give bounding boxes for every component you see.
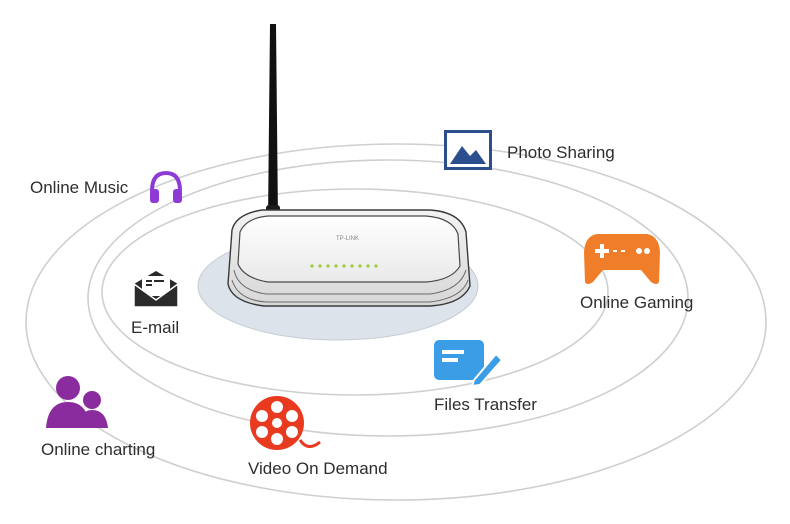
email-label: E-mail (131, 318, 180, 337)
router-leds (310, 264, 378, 268)
online-music-label: Online Music (30, 178, 129, 197)
headphones-icon (150, 170, 182, 203)
ring-outer (25, 143, 767, 501)
router-brand: TP-LINK (336, 236, 359, 242)
users-icon (46, 376, 108, 428)
online-gaming-label: Online Gaming (580, 293, 694, 312)
gamepad-icon (584, 234, 660, 284)
video-on-demand-label: Video On Demand (248, 459, 388, 478)
document-pen-icon (434, 340, 504, 386)
ring-middle (87, 159, 689, 437)
ring-inner (101, 188, 609, 396)
files-transfer-label: Files Transfer (434, 395, 537, 414)
router-antenna (266, 24, 280, 233)
online-chatting-label: Online charting (41, 440, 156, 459)
photo-sharing-label: Photo Sharing (507, 143, 615, 162)
router: TP-LINK (227, 209, 471, 307)
film-reel-icon (250, 396, 321, 450)
envelope-icon (133, 271, 179, 308)
photo-icon (444, 130, 492, 170)
